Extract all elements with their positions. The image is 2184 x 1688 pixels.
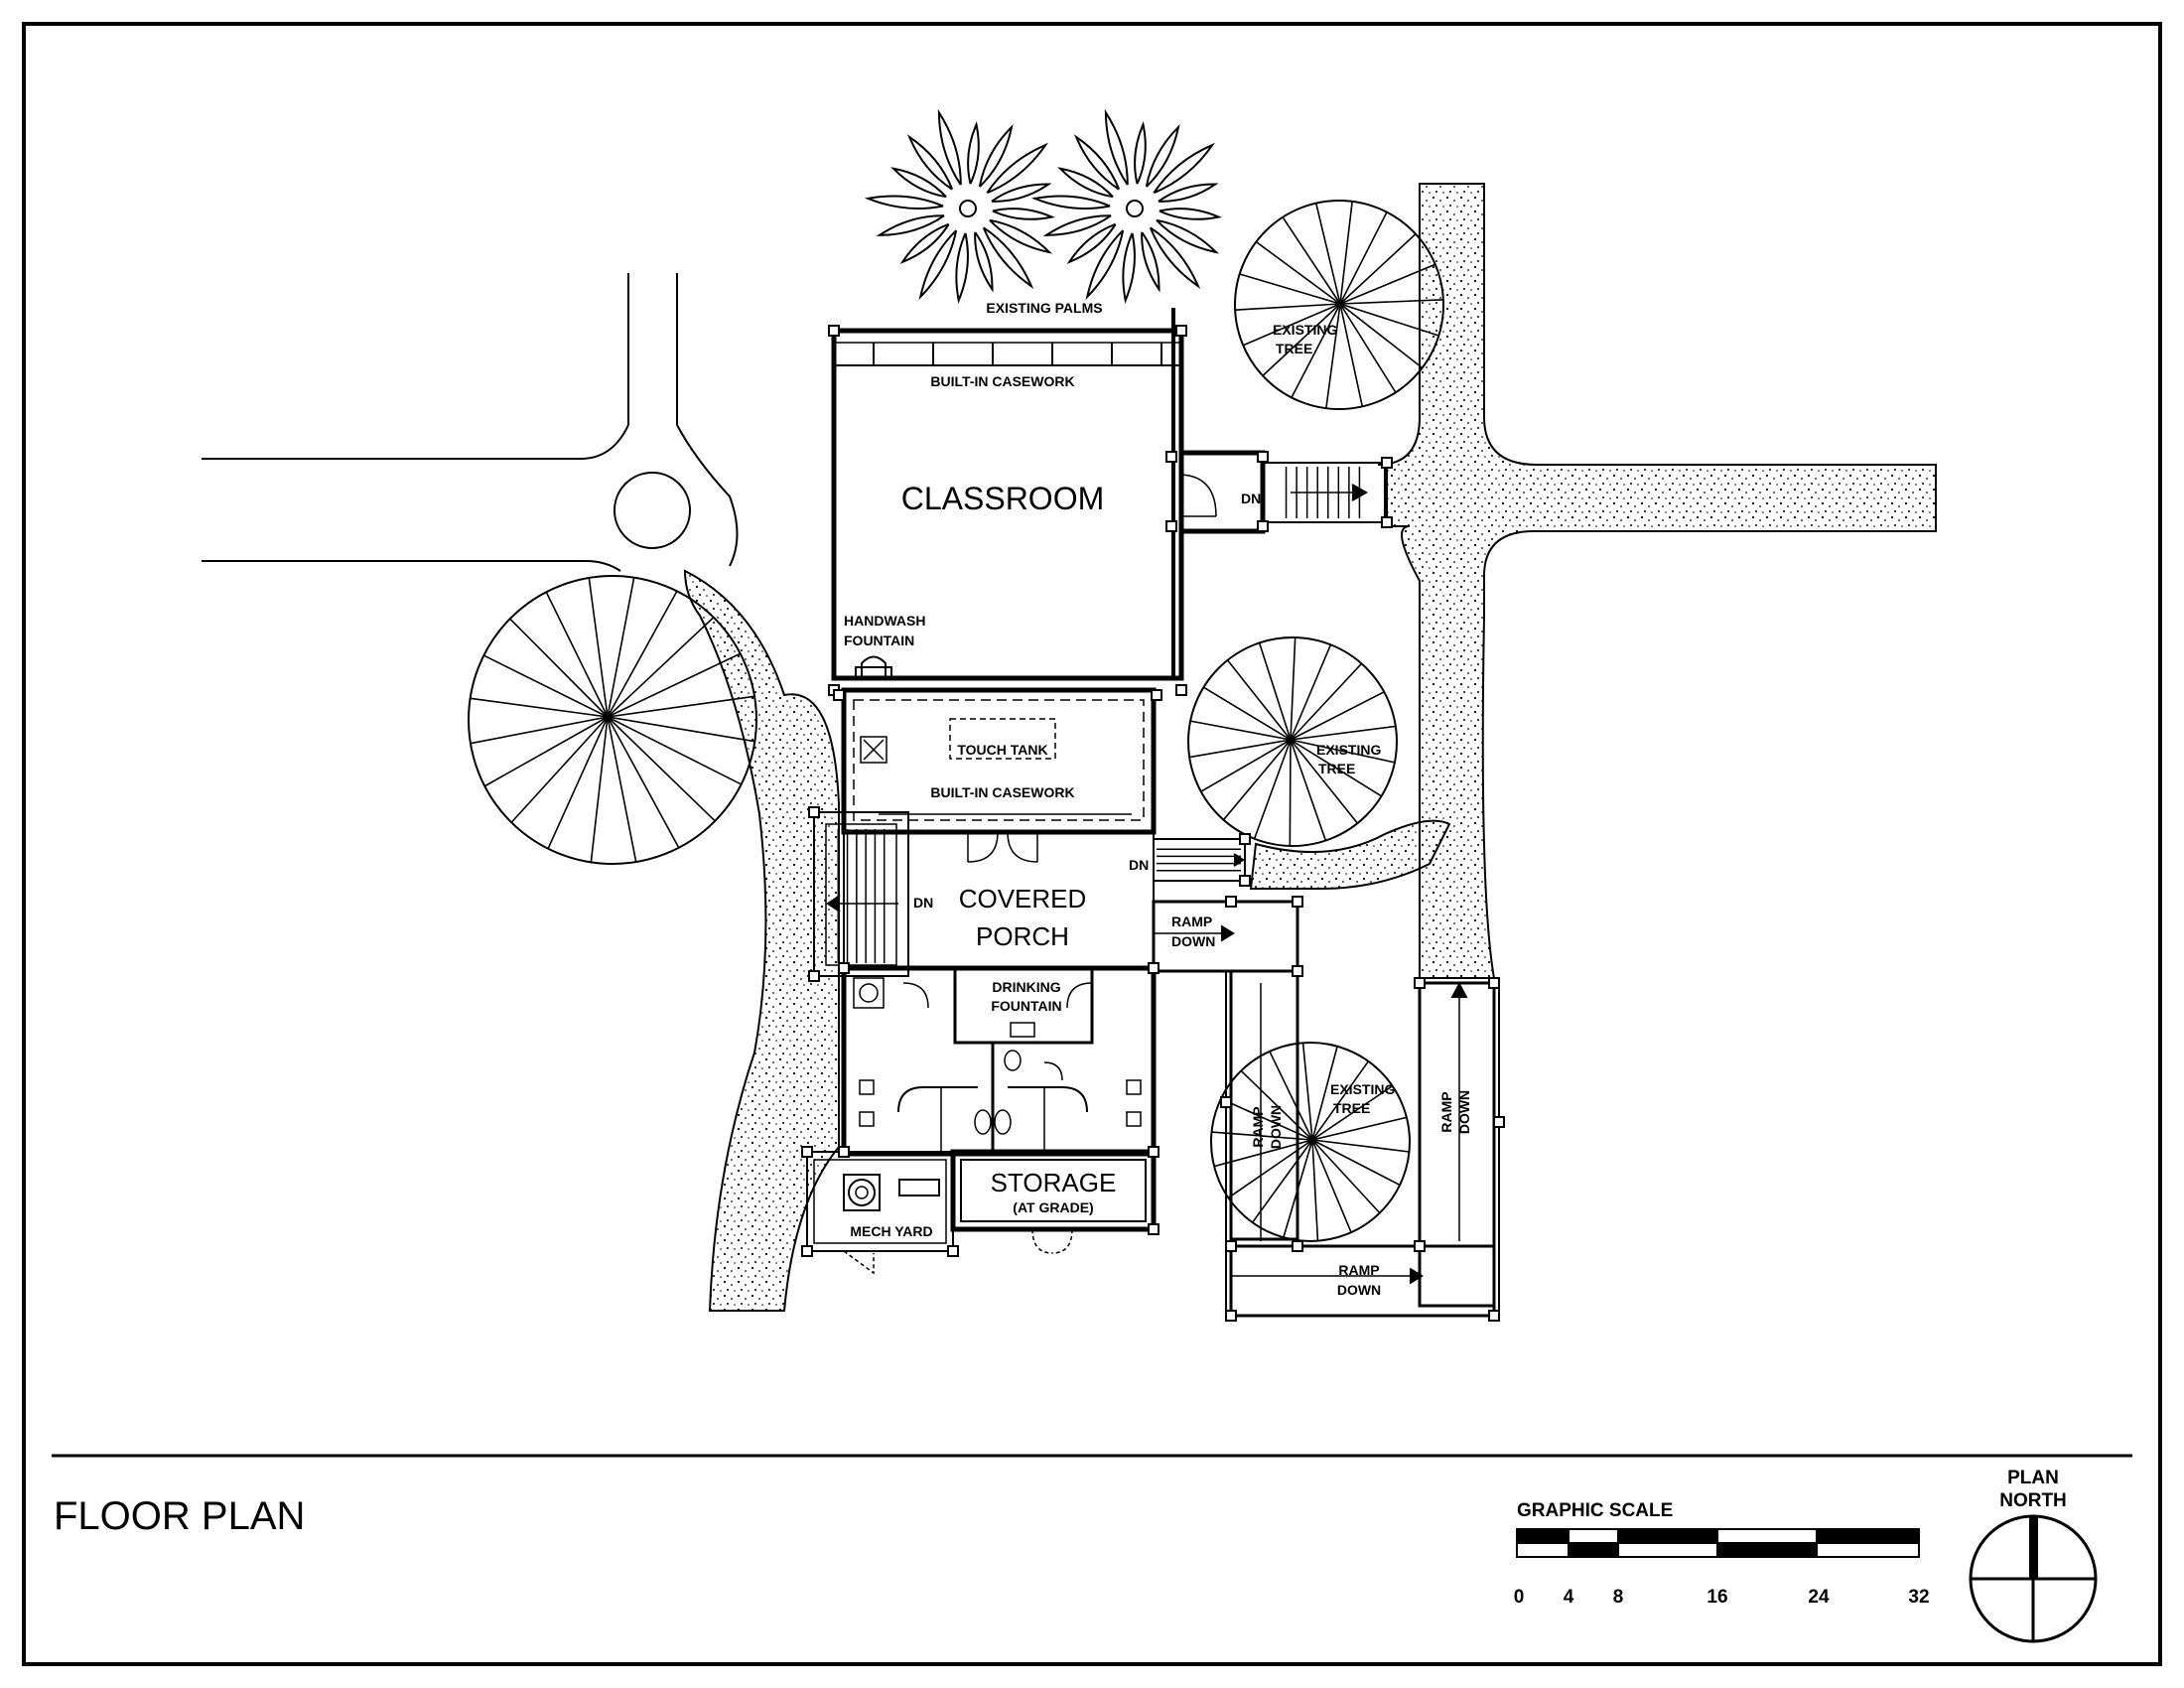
label-tree-e-2: TREE — [1318, 761, 1355, 776]
label-drinking-2: FOUNTAIN — [991, 998, 1061, 1014]
west-stair — [813, 811, 909, 977]
label-touch-tank: TOUCH TANK — [957, 742, 1047, 758]
drawing-labels: EXISTING PALMS BUILT-IN CASEWORK CLASSRO… — [54, 300, 2067, 1608]
porch-east-stair — [1153, 838, 1246, 882]
label-ramp-bottom-2: DOWN — [1337, 1282, 1381, 1298]
east-stair — [1262, 462, 1388, 523]
scale-tick-0: 0 — [1514, 1587, 1525, 1608]
label-existing-palms: EXISTING PALMS — [986, 300, 1102, 316]
sheet-border — [22, 22, 2162, 1666]
north-arrow-icon — [1969, 1514, 2098, 1643]
label-ramp-upper-1: RAMP — [1171, 914, 1212, 929]
label-ramp-vertical-1: RAMP — [1250, 1106, 1266, 1147]
graphic-scale-bar — [1516, 1528, 1920, 1558]
label-drinking-1: DRINKING — [992, 979, 1060, 995]
north-label-1: PLAN — [2007, 1468, 2059, 1488]
label-casework-top: BUILT-IN CASEWORK — [930, 373, 1074, 389]
mech-yard — [806, 1151, 954, 1275]
scale-tick-4: 4 — [1564, 1587, 1574, 1608]
existing-tree-southeast — [1210, 1042, 1411, 1242]
classroom-room — [831, 308, 1184, 681]
drawing-title: FLOOR PLAN — [54, 1494, 305, 1538]
label-handwash-1: HANDWASH — [844, 613, 925, 629]
label-storage: STORAGE — [991, 1168, 1117, 1197]
existing-tree-east — [1187, 636, 1398, 847]
scale-tick-24: 24 — [1808, 1587, 1830, 1608]
label-classroom: CLASSROOM — [901, 481, 1104, 516]
existing-tree-northeast — [1234, 200, 1444, 410]
label-handwash-2: FOUNTAIN — [844, 633, 914, 648]
existing-tree-west — [468, 575, 757, 865]
label-covered-porch-1: COVERED — [959, 884, 1087, 914]
label-tree-se-2: TREE — [1333, 1100, 1370, 1116]
touch-tank-room — [841, 687, 1157, 835]
existing-palms — [864, 108, 1222, 304]
label-ramp-bottom-1: RAMP — [1338, 1262, 1379, 1278]
label-tree-e-1: EXISTING — [1316, 742, 1381, 758]
label-tree-ne-1: EXISTING — [1273, 322, 1337, 338]
label-ramp-right-2: DOWN — [1456, 1090, 1472, 1134]
label-ramp-vertical-2: DOWN — [1268, 1105, 1284, 1149]
ramp-system — [1152, 896, 1505, 1322]
label-dn-east: DN — [1241, 491, 1261, 506]
label-dn-west: DN — [913, 895, 933, 911]
label-tree-se-1: EXISTING — [1330, 1081, 1395, 1097]
label-ramp-upper-2: DOWN — [1171, 933, 1215, 949]
label-ramp-right-1: RAMP — [1438, 1091, 1454, 1132]
label-tree-ne-2: TREE — [1276, 341, 1312, 356]
scale-label: GRAPHIC SCALE — [1517, 1500, 1673, 1521]
label-covered-porch-2: PORCH — [976, 921, 1069, 951]
column-posts — [801, 325, 1393, 1257]
scale-tick-32: 32 — [1908, 1587, 1929, 1608]
road-cul-de-sac — [202, 273, 739, 572]
label-dn-porch-east: DN — [1129, 857, 1149, 873]
restroom-block — [841, 965, 1157, 1157]
label-casework-porch: BUILT-IN CASEWORK — [930, 784, 1074, 800]
north-label-2: NORTH — [1999, 1490, 2067, 1511]
scale-tick-16: 16 — [1706, 1587, 1727, 1608]
label-storage-sub: (AT GRADE) — [1013, 1199, 1093, 1215]
scale-tick-8: 8 — [1613, 1587, 1624, 1608]
label-mech-yard: MECH YARD — [850, 1223, 932, 1239]
